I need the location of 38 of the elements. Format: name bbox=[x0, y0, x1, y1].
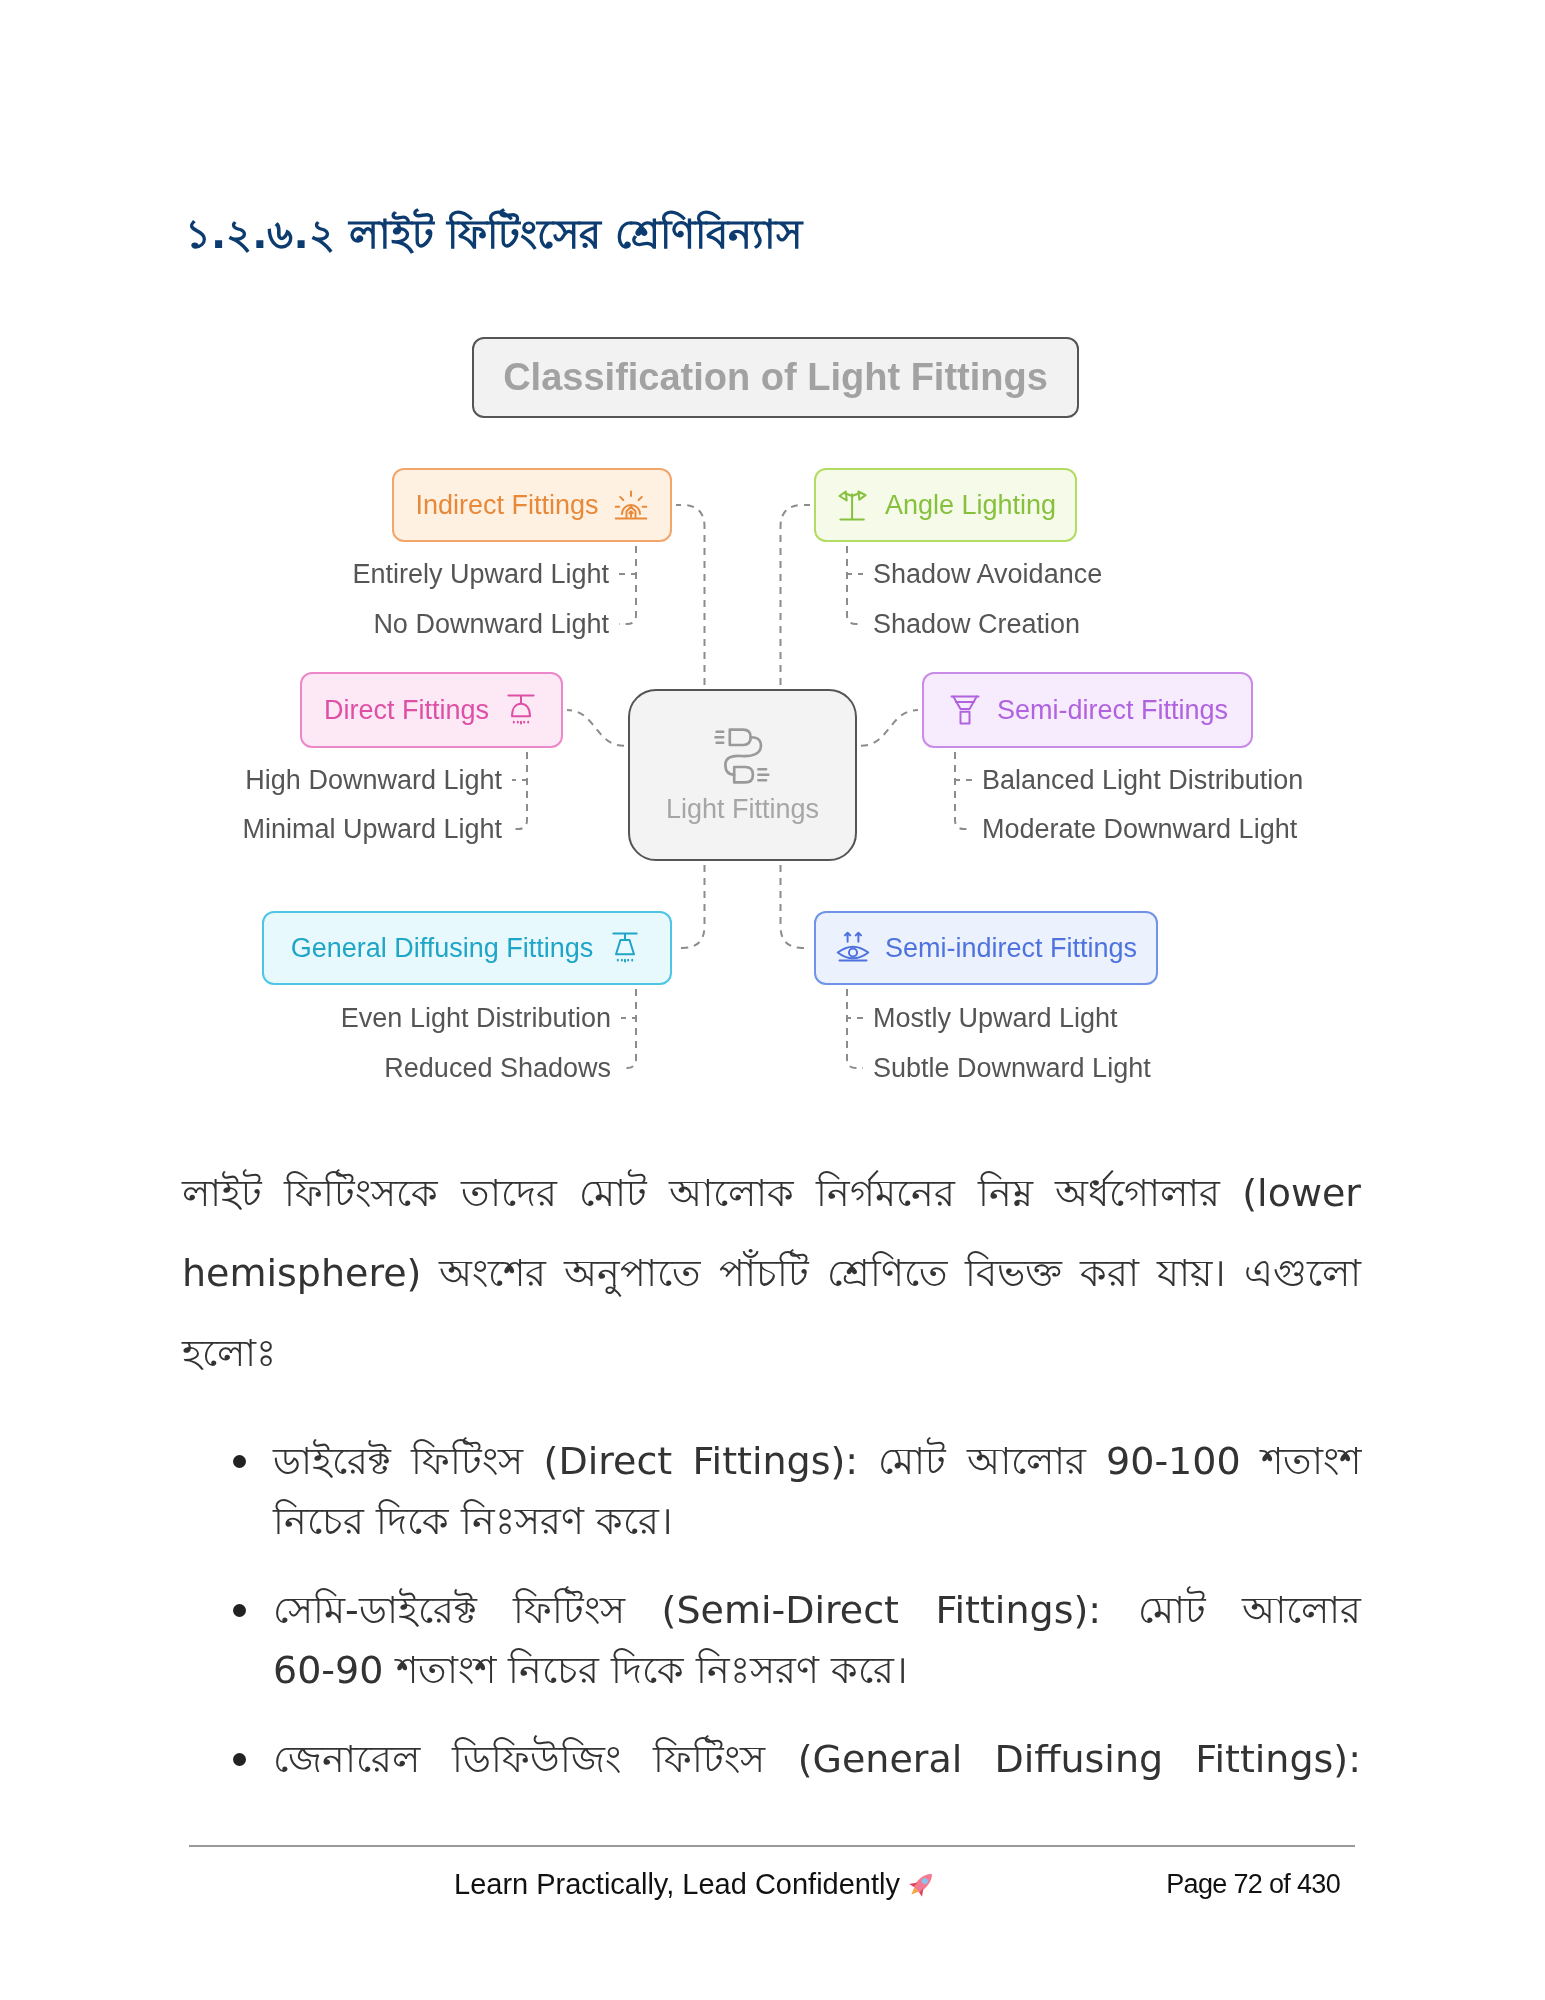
page-number: Page 72 of 430 bbox=[1166, 1868, 1340, 1901]
feature-label: High Downward Light bbox=[239, 763, 508, 797]
category-box bbox=[922, 672, 1253, 748]
category-box bbox=[814, 468, 1077, 542]
connector-line bbox=[566, 709, 625, 747]
category-label: General Diffusing Fittings bbox=[290, 932, 594, 964]
feature-label: Shadow Avoidance bbox=[867, 557, 1109, 591]
hub-box bbox=[628, 689, 857, 861]
feature-label: Reduced Shadows bbox=[378, 1051, 617, 1085]
feature-label: Balanced Light Distribution bbox=[976, 763, 1310, 797]
category-label: Angle Lighting bbox=[884, 489, 1057, 521]
feature-label: Mostly Upward Light bbox=[867, 1001, 1124, 1035]
hub-label: Light Fittings bbox=[665, 793, 820, 825]
feature-label: Even Light Distribution bbox=[334, 1001, 617, 1035]
feature-label: Subtle Downward Light bbox=[867, 1051, 1157, 1085]
connector-line bbox=[675, 504, 706, 686]
tagline-text: Learn Practically, Lead Confidently bbox=[454, 1867, 900, 1902]
feature-label: Minimal Upward Light bbox=[236, 812, 508, 846]
bullet-text: ডাইরেক্ট ফিটিংস (Direct Fittings): মোট আলোর 90-100 শতাংশ নিচের দিকে নিঃসরণ করে। bbox=[273, 1436, 1361, 1545]
bullet-text: সেমি-ডাইরেক্ট ফিটিংস (Semi-Direct Fittings): মোট আলোর 60-90 শতাংশ নিচের দিকে নিঃসরণ করে। bbox=[273, 1585, 1361, 1694]
feature-label: Entirely Upward Light bbox=[346, 557, 615, 591]
feature-label: Moderate Downward Light bbox=[976, 812, 1304, 846]
category-box bbox=[814, 911, 1158, 985]
category-box bbox=[392, 468, 672, 542]
bullet-text: জেনারেল ডিফিউজিং ফিটিংস (General Diffusing Fittings): bbox=[273, 1734, 1361, 1783]
diagram-title-box: Classification of Light Fittings bbox=[472, 337, 1079, 418]
connector-line bbox=[779, 504, 811, 686]
category-label: Semi-direct Fittings bbox=[996, 694, 1229, 726]
category-label: Direct Fittings bbox=[323, 694, 489, 726]
category-box bbox=[300, 672, 563, 748]
category-box bbox=[262, 911, 672, 985]
feature-label: Shadow Creation bbox=[867, 607, 1087, 641]
category-label: Semi-indirect Fittings bbox=[884, 932, 1138, 964]
category-label: Indirect Fittings bbox=[415, 489, 599, 521]
body-paragraph: লাইট ফিটিংসকে তাদের মোট আলোক নির্গমনের নিম্ন অর্ধগোলার (lower hemisphere) অংশের অনুপাতে পাঁচটি শ্রেণিতে বিভক্ত করা যায়। এগুলো হলোঃ bbox=[182, 1168, 1361, 1377]
feature-label: No Downward Light bbox=[367, 607, 615, 641]
section-heading: ১.২.৬.২ লাইট ফিটিংসের শ্রেণিবিন্যাস bbox=[185, 208, 803, 260]
connector-line bbox=[860, 709, 919, 747]
